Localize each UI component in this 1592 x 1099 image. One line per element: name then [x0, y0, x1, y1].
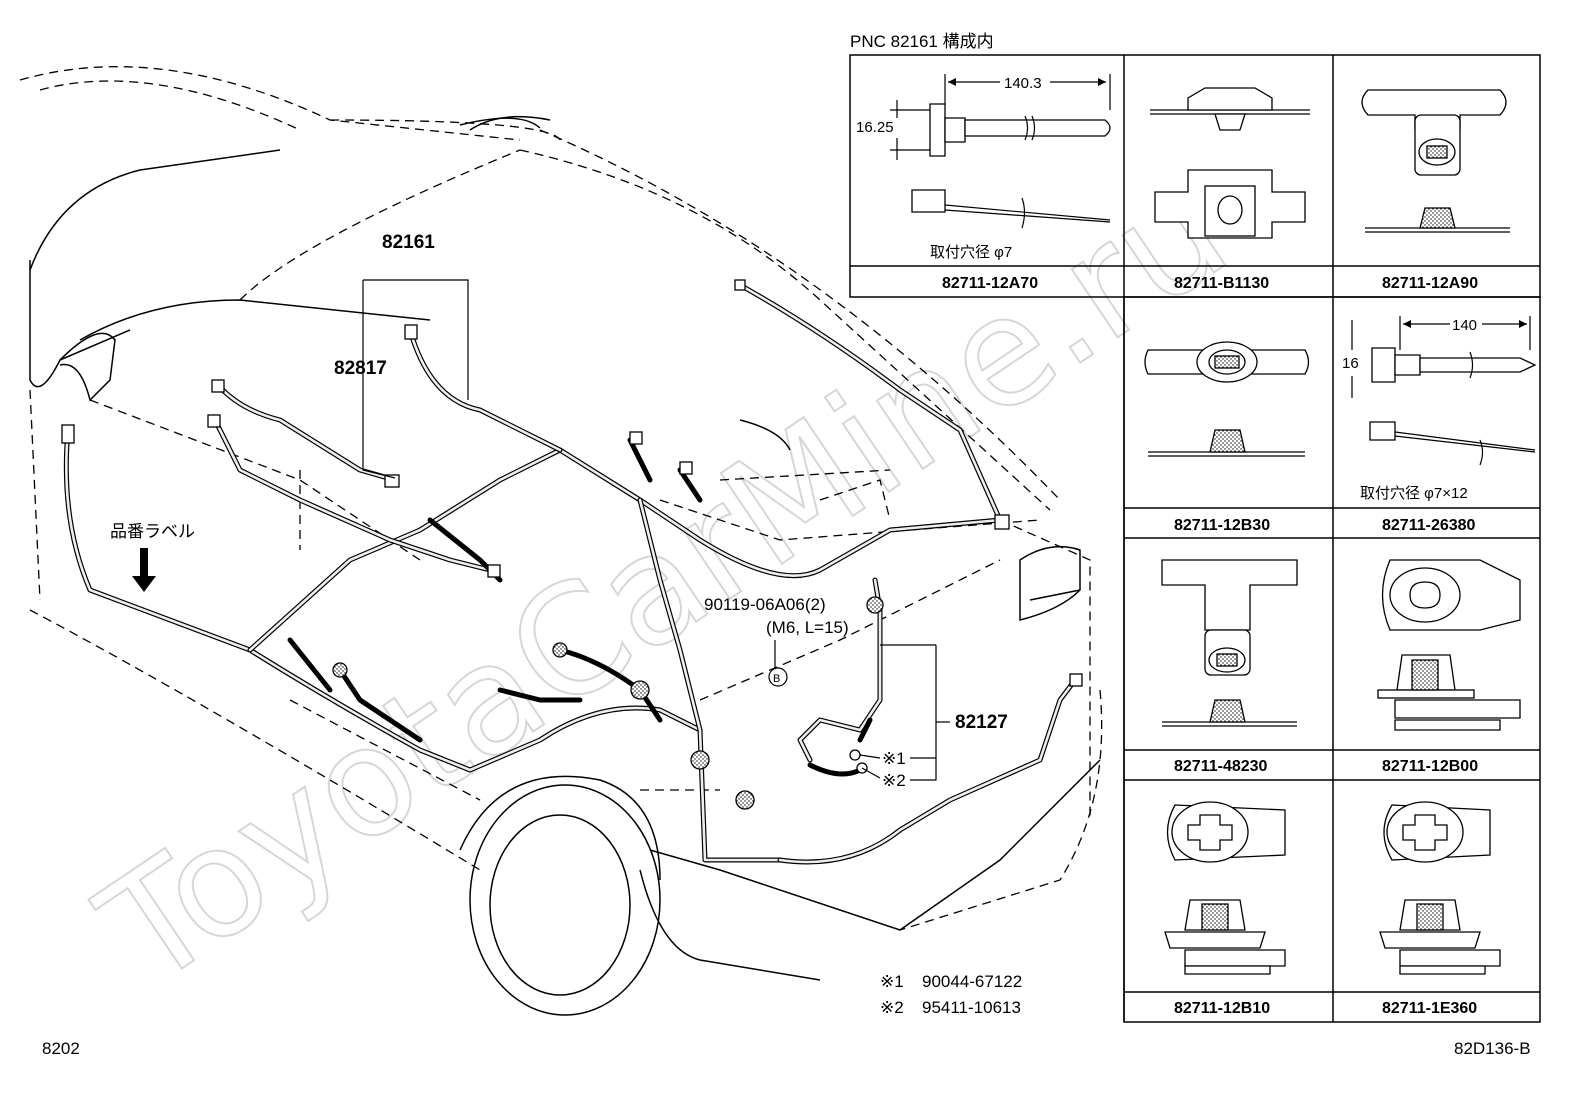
bolt-spec-label: (M6, L=15) — [766, 618, 849, 637]
clip-cell-12A70: 140.3 16.25 取付穴径 φ7 82711-12A70 — [856, 72, 1111, 292]
clip-cell-48230: 82711-48230 — [1161, 559, 1298, 775]
bolt-marker: B — [773, 673, 780, 685]
clip-part-1E360: 82711-1E360 — [1382, 1000, 1477, 1017]
header-note: PNC 82161 構成内 — [850, 32, 994, 51]
legend-mark-1: ※1 — [880, 972, 904, 991]
clip-part-12B30: 82711-12B30 — [1174, 517, 1270, 534]
footer-figure-code: 82D136-B — [1454, 1039, 1531, 1058]
leader-lines — [132, 279, 950, 781]
clip-part-12B00: 82711-12B00 — [1382, 758, 1478, 775]
clip-part-26380: 82711-26380 — [1382, 517, 1476, 534]
legend-mark-2: ※2 — [880, 998, 904, 1017]
watermark: ToyotaCarMine.ru — [72, 143, 1256, 1021]
dim-height-12A70: 16.25 — [856, 119, 894, 136]
mark-1-label: ※1 — [882, 749, 906, 768]
clip-cell-B1130: 82711-B1130 — [1150, 87, 1310, 292]
dim-length-12A70: 140.3 — [1004, 75, 1042, 92]
part-label-82127: 82127 — [955, 712, 1008, 733]
clip-cell-12B00: 82711-12B00 — [1377, 559, 1521, 775]
part-label-82161: 82161 — [382, 232, 435, 253]
clip-cell-12A90: 82711-12A90 — [1361, 89, 1510, 292]
clip-part-B1130: 82711-B1130 — [1174, 275, 1269, 292]
clip-cell-1E360: 82711-1E360 — [1379, 801, 1501, 1017]
car-body-outline — [19, 66, 1103, 1016]
hole-note-12A70: 取付穴径 φ7 — [930, 244, 1012, 261]
bolt-part-label: 90119-06A06(2) — [704, 595, 826, 614]
dim-length-26380: 140 — [1452, 317, 1477, 334]
legend-part-2: 95411-10613 — [922, 998, 1021, 1017]
clip-part-12A70: 82711-12A70 — [942, 275, 1038, 292]
clip-cell-12B30: 82711-12B30 — [1144, 341, 1310, 534]
hole-note-26380: 取付穴径 φ7×12 — [1360, 485, 1468, 502]
clip-table — [849, 54, 1541, 1023]
clip-part-12B10: 82711-12B10 — [1174, 1000, 1270, 1017]
part-label-82817: 82817 — [334, 358, 387, 379]
clip-cell-26380: 140 16 取付穴径 φ7×12 82711-26380 — [1342, 314, 1537, 534]
legend-part-1: 90044-67122 — [922, 972, 1022, 991]
clip-cell-12B10: 82711-12B10 — [1164, 801, 1286, 1017]
clip-part-12A90: 82711-12A90 — [1382, 275, 1478, 292]
part-number-label-note: 品番ラベル — [110, 522, 195, 541]
mark-2-label: ※2 — [882, 771, 906, 790]
dim-height-26380: 16 — [1342, 355, 1359, 372]
clip-part-48230: 82711-48230 — [1174, 758, 1268, 775]
footer-page-code: 8202 — [42, 1039, 80, 1058]
wire-harness — [61, 279, 1083, 865]
